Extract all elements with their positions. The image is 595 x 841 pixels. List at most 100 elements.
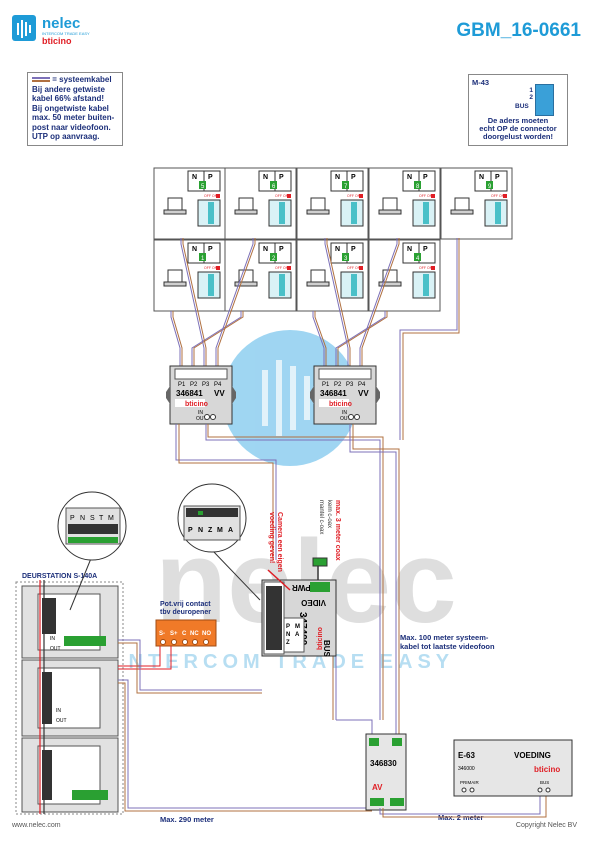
cable-legend: systeemkabel — [59, 75, 112, 84]
address-number: 5 — [201, 184, 205, 190]
door-wires — [118, 639, 372, 812]
brand-sub: INTERCOM TRADE EASY — [42, 31, 90, 36]
switch-label: OFF ON — [275, 266, 289, 270]
supply-code: 346000 — [458, 766, 475, 772]
np-label: P — [208, 246, 213, 253]
address-number: 1 — [201, 256, 205, 262]
door-out: OUT — [50, 646, 61, 652]
relay-terminal: S- — [159, 631, 165, 637]
supply-model: E-63 — [458, 751, 475, 760]
iface-term: P — [286, 624, 290, 630]
m43-note: De aders moeten — [487, 116, 549, 125]
terminal-label: M — [108, 515, 114, 522]
m43-pin: BUS — [515, 103, 529, 110]
terminal-label: A — [228, 527, 233, 534]
relay-terminal: NO — [202, 631, 211, 637]
np-label: P — [279, 246, 284, 253]
address-number: 8 — [416, 184, 420, 190]
interface-brand: bticino — [317, 627, 324, 650]
max100-note: kabel tot laatste videofoon — [400, 642, 495, 651]
supply-bus: BUS — [540, 780, 549, 785]
distributor-brand: bticino — [329, 401, 352, 408]
brand-name: nelec — [42, 15, 80, 32]
address-number: 2 — [272, 256, 276, 262]
terminal-label: P — [70, 515, 75, 522]
power-module-346830: 346830 AV — [365, 733, 547, 818]
note-line: kabel 66% afstand! — [32, 94, 105, 103]
footer-copyright: Copyright Nelec BV — [515, 822, 577, 829]
out-label: OUT — [340, 416, 351, 422]
supply-primair: PRIMAIR — [460, 780, 480, 785]
distributor-vv: VV — [214, 389, 225, 398]
iface-term: Z — [286, 640, 290, 646]
np-label: P — [351, 246, 356, 253]
port-label: P3 — [346, 382, 354, 388]
cable-legend-icon — [32, 77, 50, 83]
port-label: P4 — [358, 382, 366, 388]
np-label: N — [335, 246, 340, 253]
switch-label: OFF ON — [419, 266, 433, 270]
np-label: P — [423, 246, 428, 253]
address-number: 6 — [272, 184, 276, 190]
relay-terminal: C — [182, 631, 187, 637]
m43-title: M-43 — [472, 78, 490, 87]
distributor-brand: bticino — [185, 401, 208, 408]
in-label: IN — [198, 410, 203, 416]
terminal-label: T — [99, 515, 104, 522]
m43-pin: 1 — [529, 87, 533, 94]
address-number: 4 — [416, 256, 420, 262]
np-label: N — [192, 174, 197, 181]
distributor-model: 346841 — [176, 389, 203, 398]
supply-e63: E-63 VOEDING 346000 bticino PRIMAIR BUS — [453, 739, 573, 797]
np-label: N — [335, 174, 340, 181]
relay-terminal: S+ — [170, 631, 178, 637]
np-label: P — [208, 174, 213, 181]
watermark-sub: INTERCOM TRADE EASY — [118, 651, 454, 673]
switch-label: OFF ON — [204, 194, 218, 198]
m43-pin: 2 — [529, 94, 533, 101]
partner-name: bticino — [42, 36, 72, 46]
address-number: 3 — [344, 256, 348, 262]
distributor-model: 346841 — [320, 389, 347, 398]
distributor-346841-a: P1 P2 P3 P4 346841 VV bticino IN OUT — [166, 365, 236, 425]
np-label: N — [263, 246, 268, 253]
max100-note: Max. 100 meter systeem- — [400, 633, 489, 642]
relay-title: Pot.vrij contact — [160, 601, 211, 608]
supply-label: VOEDING — [514, 751, 551, 760]
door-out: OUT — [56, 718, 67, 724]
note-line: max. 50 meter buiten- — [32, 113, 115, 122]
supply-brand: bticino — [534, 765, 560, 774]
port-label: P2 — [190, 382, 198, 388]
terminal-label: M — [217, 527, 223, 534]
switch-label: OFF ON — [275, 194, 289, 198]
iface-term: N — [286, 632, 290, 638]
power-av: AV — [372, 783, 383, 792]
m43-box: M-43 1 2 BUS De aders moeten echt OP de … — [468, 74, 568, 146]
np-label: P — [423, 174, 428, 181]
terminal-label: Z — [208, 527, 213, 534]
coax-note: mantel c-oax — [318, 500, 324, 534]
coax-note: max. 3 meter coax — [334, 500, 341, 561]
out-label: OUT — [196, 416, 207, 422]
door-in: IN — [56, 708, 61, 714]
note-line: post naar videofoon. — [32, 122, 111, 132]
iface-term: M — [295, 624, 300, 630]
np-label: P — [279, 174, 284, 181]
address-number: 7 — [344, 184, 348, 190]
terminal-label: N — [80, 515, 85, 522]
interface-347400: PWR VIDEO 347400 bticino BUS P N Z M A — [261, 569, 337, 658]
note-line: UTP op aanvraag. — [32, 132, 100, 141]
port-label: P4 — [214, 382, 222, 388]
switch-label: OFF ON — [491, 194, 505, 198]
interface-terminal-zoom: P N Z M A — [177, 483, 261, 601]
note-line: Bij andere getwiste — [32, 84, 105, 94]
relay-terminal: NC — [190, 631, 199, 637]
